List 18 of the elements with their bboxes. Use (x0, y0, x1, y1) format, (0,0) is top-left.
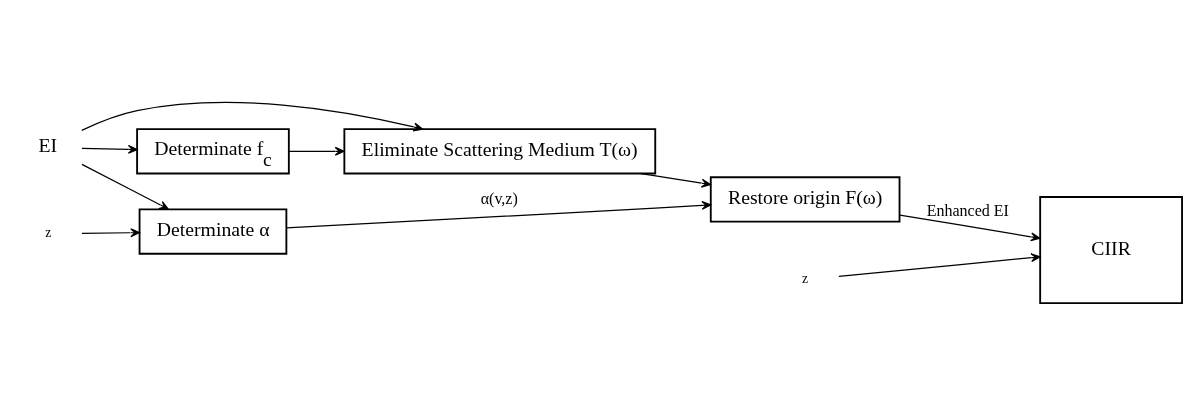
node-box: Restore origin F(ω) (709, 176, 901, 223)
arrow (81, 163, 169, 210)
arrow (899, 214, 1041, 242)
node-text: z (802, 271, 809, 287)
node-text: EI (38, 134, 58, 157)
arrow (81, 144, 138, 154)
node-text: z (45, 225, 52, 241)
node-box: Determinate α (138, 208, 288, 255)
arrow (285, 200, 712, 229)
arrow (81, 101, 424, 132)
arrow (838, 253, 1041, 278)
edge-label: α(v,z) (480, 189, 518, 207)
arrow (640, 172, 712, 188)
arrow (81, 228, 141, 238)
node-box: CIIR (1039, 196, 1183, 304)
node-box: Eliminate Scattering Medium T(ω) (343, 128, 657, 175)
arrow (288, 146, 345, 156)
edge-label: Enhanced EI (926, 201, 1009, 219)
